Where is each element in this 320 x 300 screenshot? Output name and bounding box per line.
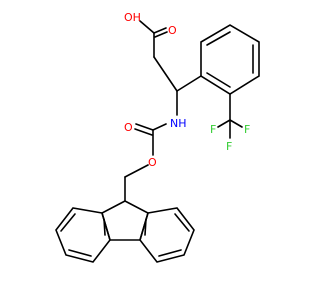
bond-c-f-right <box>229 119 243 128</box>
left-ring-double-2 <box>68 249 92 257</box>
fluorene-left-ring <box>55 207 111 263</box>
phenyl-ring-outline <box>200 24 260 95</box>
amine-label: NH <box>170 117 187 130</box>
bond-c-o-double-a <box>153 27 167 34</box>
bond-ch2-ch <box>153 56 178 92</box>
fluorene-right-ring <box>139 207 195 263</box>
bond-c-o-double-b2 <box>134 128 153 136</box>
carbamate-group <box>124 123 167 202</box>
fluorene-five-ring <box>101 200 149 241</box>
bond-ch-aryl <box>176 75 202 92</box>
bond-o-ch2 <box>124 164 149 178</box>
fluorenyl-group <box>55 200 195 263</box>
left-ring-double-1 <box>60 213 76 232</box>
fluorine-right-label: F <box>244 123 250 136</box>
left-ring-double-3 <box>103 218 106 236</box>
right-ring-double-1 <box>174 213 190 232</box>
acid-carbonyl-oxygen-label: O <box>168 24 177 37</box>
carbamate-carbonyl-oxygen-label: O <box>124 121 133 134</box>
fluorine-left-label: F <box>210 123 216 136</box>
hydroxyl-label: OH <box>124 11 141 24</box>
bond-oh-c <box>139 20 155 34</box>
trifluoromethyl-group <box>217 93 243 139</box>
right-ring-double-2 <box>158 249 182 257</box>
fluorine-top-label: F <box>226 140 232 153</box>
bond-c-f-left <box>217 119 231 128</box>
carboxylic-acid-group <box>139 20 178 92</box>
bond-nh-c <box>152 123 167 131</box>
bond-c-o-double-a2 <box>135 123 154 131</box>
phenyl-double-bond-3 <box>206 72 231 88</box>
bond-c-o-double-b <box>154 31 168 38</box>
phenyl-double-bond-1 <box>206 31 231 46</box>
phenyl-ring <box>200 24 260 95</box>
carbamate-ester-oxygen-label: O <box>148 156 157 169</box>
structure-canvas: OH O NH O O F F F <box>55 11 260 263</box>
molecule-drawing: OH O NH O O F F F <box>55 11 260 263</box>
right-ring-double-3 <box>144 218 147 236</box>
